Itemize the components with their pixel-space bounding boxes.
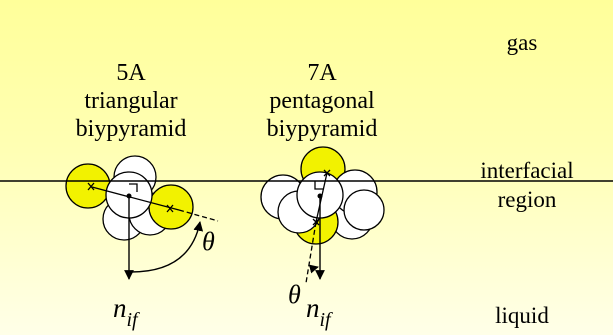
- normal-symbol-5a: n: [113, 293, 127, 323]
- cluster-5a-name: 5A: [116, 60, 146, 86]
- interfacial-label: interfacial: [480, 158, 573, 183]
- liquid-label: liquid: [495, 303, 549, 328]
- atom-5a-left-yellow: [65, 163, 111, 209]
- atom-7a-right-b: [343, 189, 385, 231]
- normal-subscript-5a: if: [127, 309, 141, 331]
- cluster-5a-shape-line2: biypyramid: [76, 116, 187, 142]
- center-dot-5a: [126, 193, 132, 199]
- cluster-7a-name: 7A: [307, 60, 337, 86]
- gas-label: gas: [507, 30, 538, 55]
- axis-5a: [91, 186, 180, 211]
- axis-5a-dashed: [178, 209, 219, 222]
- theta-arc-5a: [130, 221, 204, 273]
- cluster-7a-overlays: [305, 169, 331, 284]
- x-mark-7a-bottom: [312, 218, 320, 226]
- axis-7a-dashed: [305, 221, 317, 284]
- cluster-5a-shape-line1: triangular: [84, 88, 177, 114]
- center-dot-7a: [317, 193, 323, 199]
- x-mark-7a-top: [323, 169, 331, 177]
- theta-arc-7a: [308, 264, 319, 274]
- normal-subscript-7a: if: [320, 309, 334, 331]
- cluster-7a-shape-line1: pentagonal: [269, 88, 375, 114]
- region-label: region: [498, 187, 557, 212]
- theta-7a: θ: [288, 280, 301, 309]
- theta-5a: θ: [202, 227, 215, 256]
- normal-label-7a: nif: [306, 293, 333, 331]
- x-mark-5a-left: [87, 182, 95, 191]
- cluster-7a: [260, 146, 385, 245]
- cluster-7a-shape-line2: biypyramid: [267, 116, 378, 142]
- svg-text:nif: nif: [306, 293, 333, 331]
- x-mark-5a-right: [166, 204, 174, 213]
- normal-label-5a: nif: [113, 293, 140, 331]
- right-angle-5a: [129, 183, 138, 192]
- normal-symbol-7a: n: [306, 293, 320, 323]
- right-angle-7a: [314, 181, 323, 190]
- svg-text:nif: nif: [113, 293, 140, 331]
- cluster-5a-overlays: [87, 182, 219, 280]
